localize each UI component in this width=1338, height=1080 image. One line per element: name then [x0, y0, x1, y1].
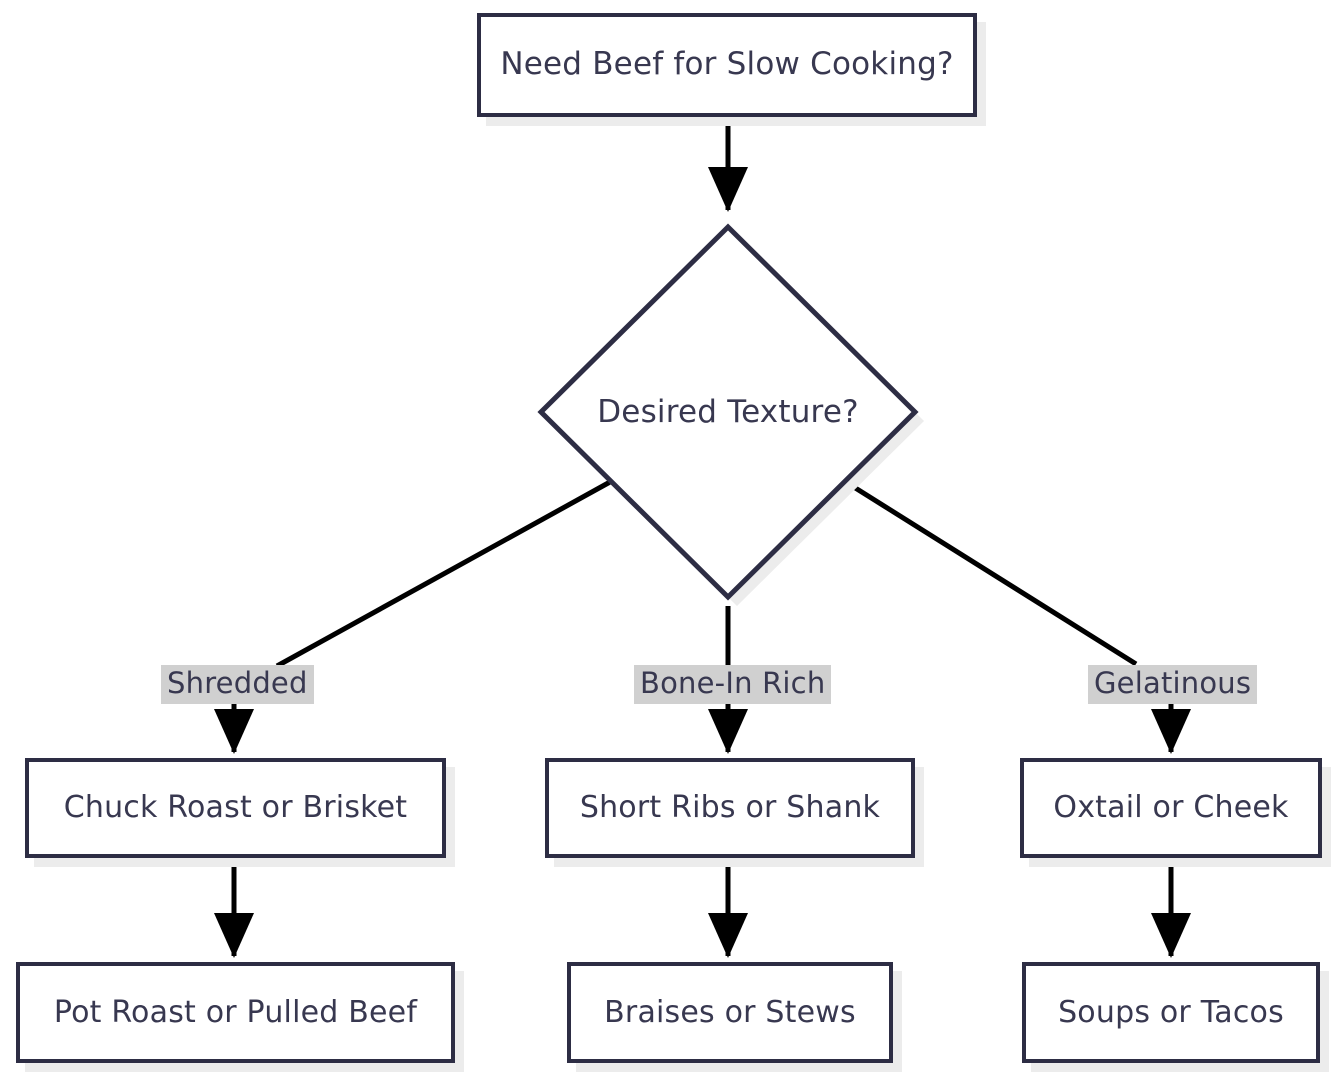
node-soups-label: Soups or Tacos — [1058, 994, 1284, 1030]
edge-label-gelatinous: Gelatinous — [1088, 665, 1258, 705]
node-chuck-roast-or-brisket[interactable]: Chuck Roast or Brisket — [25, 758, 446, 858]
node-pot-roast-label: Pot Roast or Pulled Beef — [53, 994, 418, 1030]
node-braises-label: Braises or Stews — [604, 994, 856, 1030]
node-pot-roast-or-pulled-beef[interactable]: Pot Roast or Pulled Beef — [16, 962, 455, 1063]
node-decision-label-wrap: Desired Texture? — [532, 218, 924, 606]
node-chuck-label: Chuck Roast or Brisket — [63, 790, 408, 825]
edge-label-shredded: Shredded — [161, 665, 314, 705]
node-short-ribs-label: Short Ribs or Shank — [579, 790, 881, 825]
node-decision-label: Desired Texture? — [597, 394, 859, 430]
node-start-label: Need Beef for Slow Cooking? — [500, 46, 954, 83]
diamond-shape — [537, 223, 924, 606]
node-oxtail-or-cheek[interactable]: Oxtail or Cheek — [1020, 758, 1322, 858]
node-braises-or-stews[interactable]: Braises or Stews — [567, 962, 893, 1063]
node-decision[interactable]: Desired Texture? — [532, 218, 924, 606]
edge-label-bone-in-rich: Bone-In Rich — [634, 665, 832, 705]
node-start[interactable]: Need Beef for Slow Cooking? — [477, 13, 977, 117]
node-short-ribs-or-shank[interactable]: Short Ribs or Shank — [545, 758, 915, 858]
node-soups-or-tacos[interactable]: Soups or Tacos — [1022, 962, 1320, 1063]
node-oxtail-label: Oxtail or Cheek — [1053, 790, 1289, 825]
